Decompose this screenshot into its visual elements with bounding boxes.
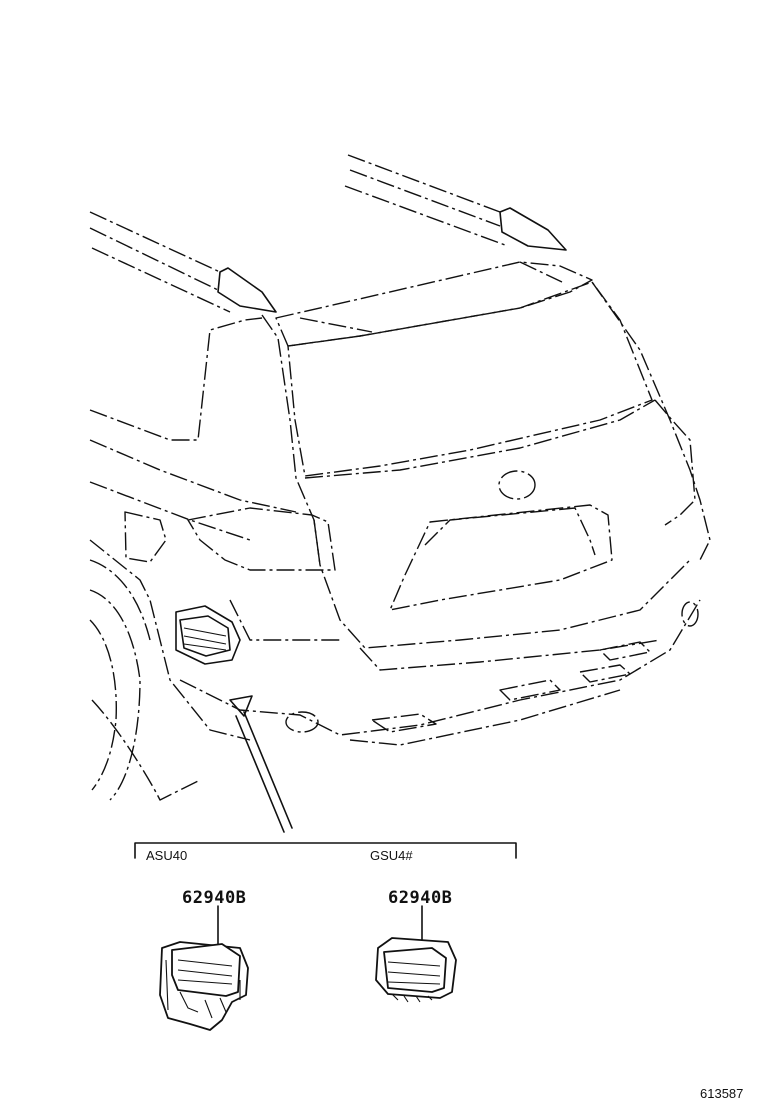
illustration-number: 613587 (700, 1086, 744, 1101)
variant-label-asu40: ASU40 (146, 848, 188, 863)
variant-label-gsu4: GSU4# (370, 848, 413, 863)
part-62940b-asu40-illustration (159, 905, 249, 1031)
part-number-gsu4[interactable]: 62940B (388, 888, 453, 908)
part-number-asu40[interactable]: 62940B (182, 888, 247, 908)
vehicle-rear-illustration (89, 154, 711, 833)
part-62940b-gsu4-illustration (375, 905, 457, 1003)
variant-bracket (134, 842, 517, 859)
